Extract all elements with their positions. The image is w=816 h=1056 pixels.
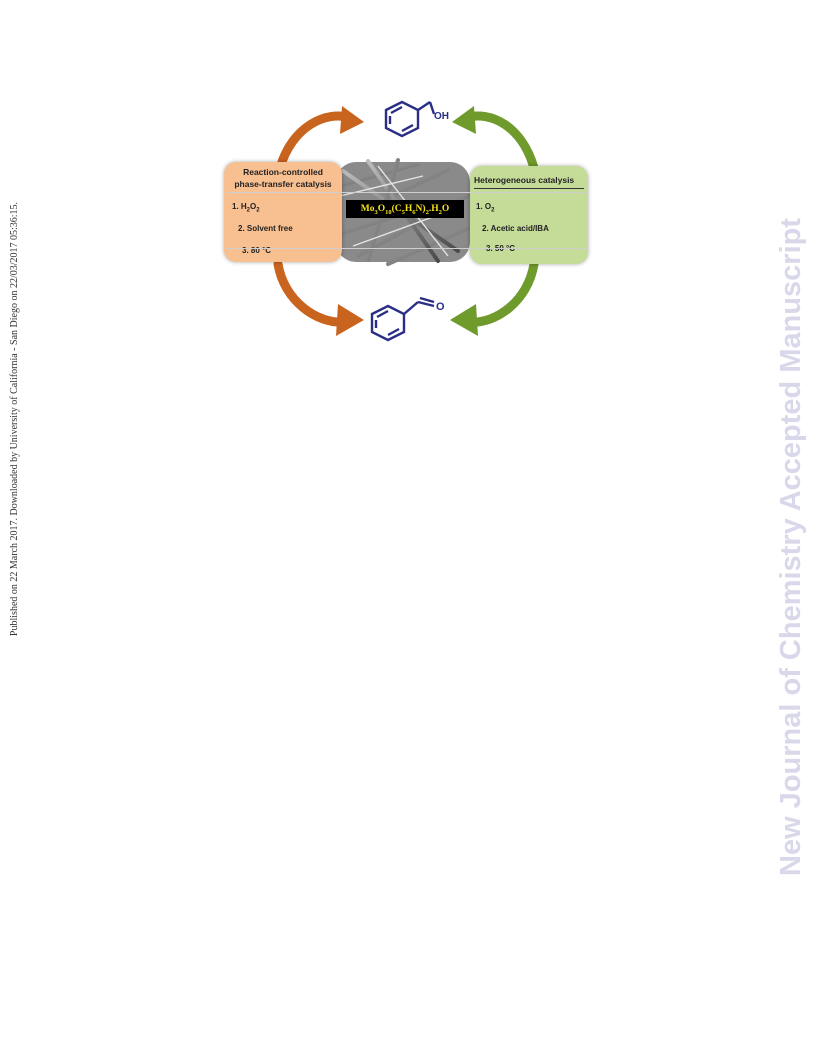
hydroxyl-label: OH — [434, 111, 449, 122]
guide-line-upper — [226, 192, 588, 193]
left-box-title: Reaction-controlled phase-transfer catal… — [228, 162, 338, 193]
right-condition-2: 2. Acetic acid/IBA — [482, 224, 549, 233]
benzyl-alcohol-structure — [384, 100, 436, 138]
left-condition-2: 2. Solvent free — [238, 224, 293, 233]
green-arrow-top-head — [452, 106, 476, 134]
graphical-abstract: OH O — [222, 96, 592, 342]
right-box-title: Heterogeneous catalysis — [474, 166, 584, 189]
right-condition-1: 1. O2 — [476, 202, 495, 214]
orange-arrow-bottom — [273, 259, 349, 327]
left-condition-1: 1. H2O2 — [232, 202, 260, 214]
journal-watermark-text: New Journal of Chemistry Accepted Manusc… — [775, 218, 807, 876]
left-condition-3: 3. 80 °C — [242, 246, 271, 255]
green-arrow-bottom-head — [450, 304, 478, 336]
catalyst-formula: Mo3O10(C5H6N)2.H2O — [346, 200, 464, 218]
carbonyl-label: O — [436, 301, 445, 313]
reaction-arrows: OH O — [273, 100, 539, 342]
heterogeneous-conditions-box: Heterogeneous catalysis 1. O2 2. Acetic … — [470, 166, 588, 264]
orange-arrow-top-head — [340, 106, 364, 134]
guide-line-lower — [226, 248, 588, 249]
download-note: Published on 22 March 2017. Downloaded b… — [9, 201, 20, 637]
green-arrow-bottom — [465, 259, 539, 327]
benzaldehyde-structure — [370, 296, 435, 342]
orange-arrow-bottom-head — [336, 304, 364, 336]
journal-watermark: New Journal of Chemistry Accepted Manusc… — [775, 218, 807, 876]
phase-transfer-conditions-box: Reaction-controlled phase-transfer catal… — [224, 162, 342, 262]
